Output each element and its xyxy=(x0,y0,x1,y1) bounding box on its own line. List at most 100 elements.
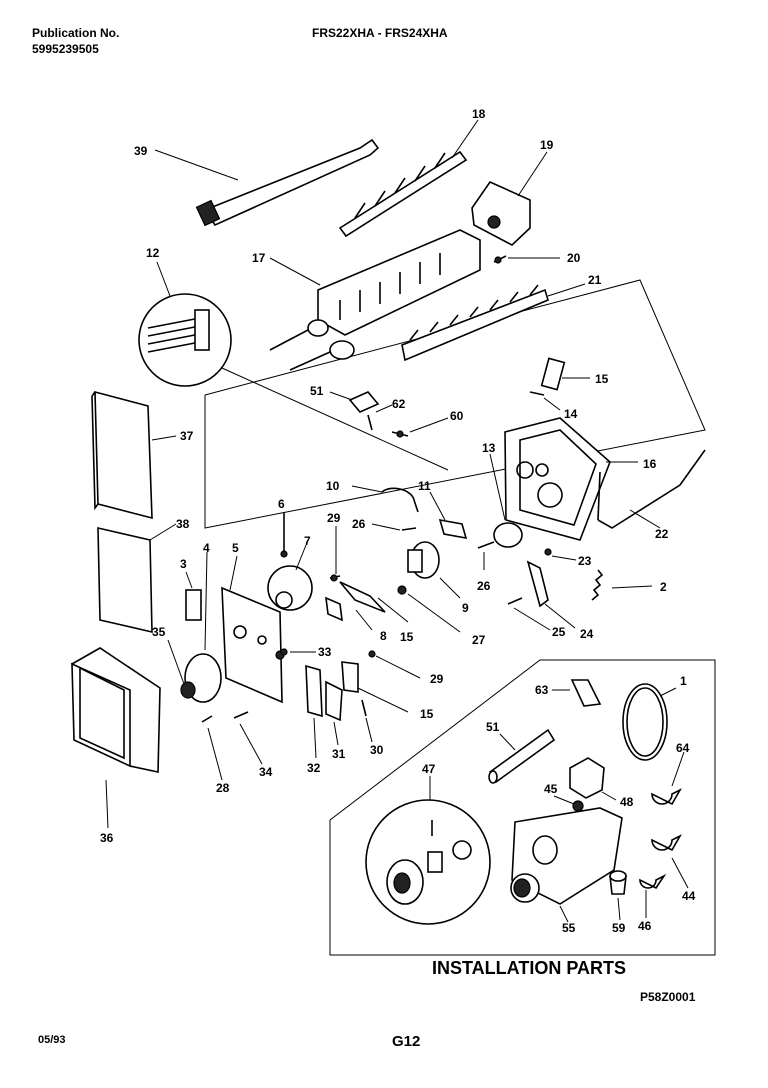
part-44-clamp xyxy=(651,834,689,889)
callout-13: 13 xyxy=(482,441,496,455)
part-55-water-valve xyxy=(510,807,623,923)
callout-34: 34 xyxy=(259,765,273,779)
callout-5: 5 xyxy=(232,541,239,555)
callout-37: 37 xyxy=(180,429,194,443)
part-24-lever xyxy=(526,560,576,629)
part-35-gear xyxy=(167,551,222,703)
part-30-screw xyxy=(361,699,373,743)
callout-59: 59 xyxy=(612,921,626,935)
callout-15-lower: 15 xyxy=(420,707,434,721)
callout-29-upper: 29 xyxy=(327,511,341,525)
part-13-heater xyxy=(489,453,523,548)
part-29-screw-lower xyxy=(368,650,421,679)
callout-30: 30 xyxy=(370,743,384,757)
callout-25: 25 xyxy=(552,625,566,639)
part-39-fill-tube xyxy=(154,138,380,227)
callout-19: 19 xyxy=(540,138,554,152)
part-2-spring xyxy=(591,569,653,601)
callout-2: 2 xyxy=(660,580,667,594)
part-34-screw xyxy=(233,711,263,765)
callout-36: 36 xyxy=(100,831,114,845)
callout-39: 39 xyxy=(134,144,148,158)
footer-date: 05/93 xyxy=(38,1034,66,1046)
callout-55: 55 xyxy=(562,921,576,935)
part-63-clip xyxy=(552,679,602,707)
part-47-strainer-detail xyxy=(365,776,491,925)
callout-48: 48 xyxy=(620,795,634,809)
part-19-cover xyxy=(471,151,548,246)
publication-number: 5995239505 xyxy=(32,42,99,56)
callout-35: 35 xyxy=(152,625,166,639)
callout-47: 47 xyxy=(422,762,436,776)
callout-60: 60 xyxy=(450,409,464,423)
part-62-screw xyxy=(367,404,393,431)
callout-33: 33 xyxy=(318,645,332,659)
part-48-nut xyxy=(569,757,617,801)
part-10-thermostat xyxy=(351,485,419,513)
part-17-mold xyxy=(269,229,481,371)
part-11-clip xyxy=(429,491,468,540)
part-25-screw xyxy=(507,597,551,631)
drawing-code: P58Z0001 xyxy=(640,990,696,1004)
callout-12: 12 xyxy=(146,246,160,260)
part-28-screw xyxy=(201,715,223,781)
callout-21: 21 xyxy=(588,273,602,287)
callout-16: 16 xyxy=(643,457,657,471)
part-16-housing-box xyxy=(504,417,638,541)
part-59-washer xyxy=(609,870,627,921)
part-26-screw-upper xyxy=(371,523,417,531)
callout-51-lower: 51 xyxy=(486,720,500,734)
part-9-cam xyxy=(407,541,461,599)
callout-14: 14 xyxy=(564,407,578,421)
part-22-shutoff-arm xyxy=(597,449,706,529)
callout-18: 18 xyxy=(472,107,486,121)
part-3-label xyxy=(185,571,202,621)
installation-parts-title: INSTALLATION PARTS xyxy=(432,958,626,978)
part-21-stripper xyxy=(401,283,586,362)
part-36-frame xyxy=(70,647,161,829)
part-26-screw-lower xyxy=(477,541,495,570)
part-29-screw-upper xyxy=(329,526,341,582)
part-6-screw xyxy=(280,512,288,558)
callout-1: 1 xyxy=(680,674,687,688)
callout-22: 22 xyxy=(655,527,669,541)
part-23-screw xyxy=(544,548,577,561)
callout-26-upper: 26 xyxy=(352,517,366,531)
part-15-switch-lower xyxy=(341,661,409,713)
part-45-screw xyxy=(553,795,584,812)
part-18-ejector xyxy=(338,119,479,238)
callout-15-middle: 15 xyxy=(400,630,414,644)
part-15-switch-top xyxy=(540,357,590,391)
callout-6: 6 xyxy=(278,497,285,511)
callout-24: 24 xyxy=(580,627,594,641)
part-15-switch-bracket xyxy=(325,581,409,623)
callout-64: 64 xyxy=(676,741,690,755)
callout-8: 8 xyxy=(380,629,387,643)
callout-45: 45 xyxy=(544,782,558,796)
assembly-outline xyxy=(204,279,706,529)
callout-15-top: 15 xyxy=(595,372,609,386)
part-1-ring xyxy=(622,683,677,761)
publication-label: Publication No. xyxy=(32,26,120,40)
part-31-switch xyxy=(325,680,343,746)
callout-44: 44 xyxy=(682,889,696,903)
part-12-harness xyxy=(138,261,449,471)
callout-29-lower: 29 xyxy=(430,672,444,686)
installation-parts-outline xyxy=(329,659,716,956)
part-46-clamp xyxy=(639,873,667,918)
part-27-screw xyxy=(397,585,461,633)
part-37-manual xyxy=(91,390,177,520)
part-7-motor xyxy=(267,544,313,611)
callout-20: 20 xyxy=(567,251,581,265)
part-8-bracket xyxy=(355,609,373,631)
callout-38: 38 xyxy=(176,517,190,531)
callout-11: 11 xyxy=(418,479,431,493)
part-14-screw xyxy=(529,391,561,411)
callout-23: 23 xyxy=(578,554,592,568)
part-38-sheet xyxy=(97,523,177,634)
page-code: G12 xyxy=(392,1033,421,1050)
callout-27: 27 xyxy=(472,633,486,647)
callout-32: 32 xyxy=(307,761,321,775)
part-32-plate xyxy=(305,664,323,759)
